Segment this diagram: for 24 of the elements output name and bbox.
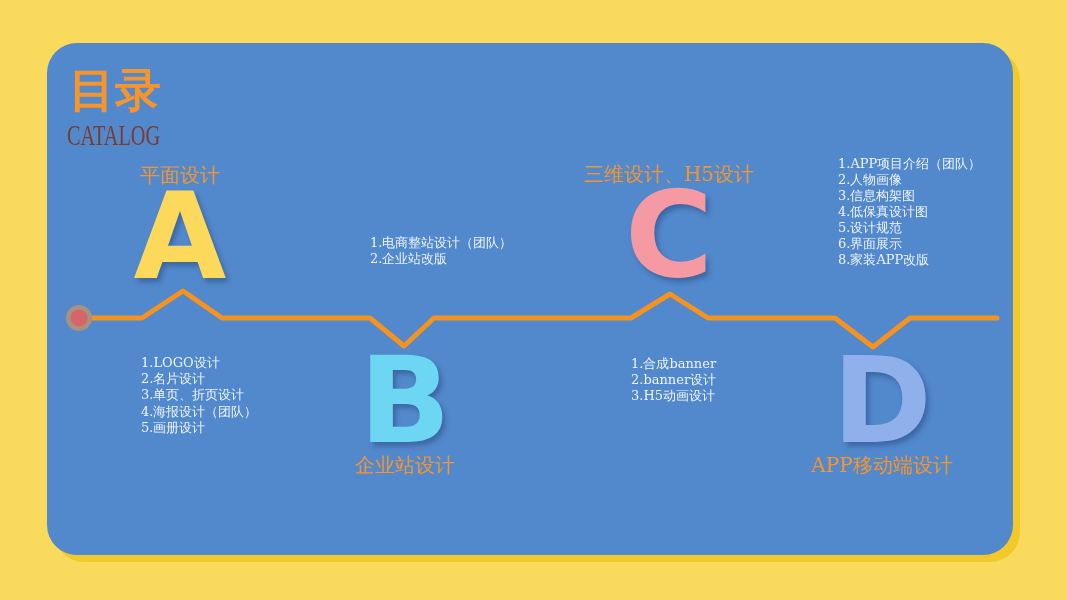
list-item: 5.画册设计 bbox=[141, 421, 206, 435]
list-item: 1.APP项目介绍（团队） bbox=[838, 157, 982, 171]
list-item: 2.名片设计 bbox=[141, 372, 206, 386]
list-item: 4.低保真设计图 bbox=[838, 205, 929, 219]
list-item: 1.合成banner bbox=[631, 357, 717, 371]
section-title: 平面设计 bbox=[140, 164, 220, 186]
list-item: 5.设计规范 bbox=[838, 221, 903, 235]
list-item: 3.信息构架图 bbox=[838, 189, 916, 203]
list-item: 2.人物画像 bbox=[838, 173, 903, 187]
title: 目录 bbox=[69, 67, 161, 113]
list-item: 4.海报设计（团队） bbox=[141, 405, 258, 419]
section-title: 企业站设计 bbox=[355, 454, 455, 476]
section-title: 三维设计、H5设计 bbox=[583, 163, 755, 185]
list-item: 2.banner设计 bbox=[631, 373, 717, 387]
list-item: 3.单页、折页设计 bbox=[141, 388, 245, 402]
list-item: 1.电商整站设计（团队） bbox=[370, 236, 513, 250]
list-item: 6.界面展示 bbox=[838, 237, 903, 251]
list-item: 1.LOGO设计 bbox=[141, 356, 220, 370]
section-title: APP移动端设计 bbox=[811, 454, 953, 476]
list-item: 3.H5动画设计 bbox=[631, 389, 715, 403]
subtitle: CATALOG bbox=[67, 126, 161, 145]
list-item: 8.家装APP改版 bbox=[838, 253, 930, 267]
list-item: 2.企业站改版 bbox=[370, 252, 448, 266]
section-letter: D bbox=[832, 357, 932, 445]
